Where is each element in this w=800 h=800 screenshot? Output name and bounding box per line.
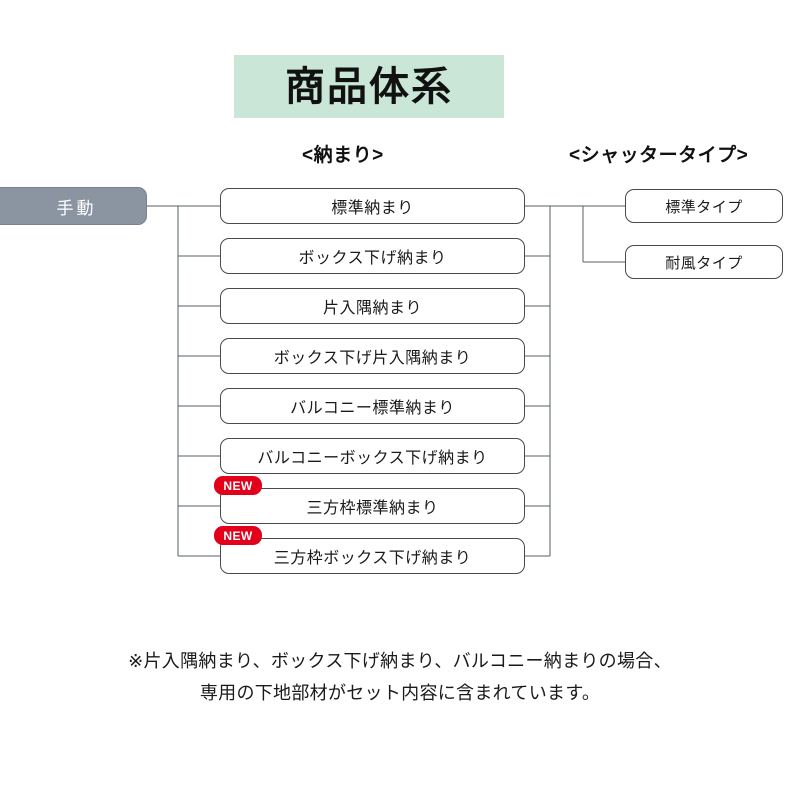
shutter-type-label-2: 耐風タイプ bbox=[665, 254, 743, 272]
osamari-label-4: ボックス下げ片入隅納まり bbox=[273, 350, 472, 367]
osamari-label-5: バルコニー標準納まり bbox=[290, 400, 455, 417]
osamari-box-2[interactable]: ボックス下げ納まり bbox=[220, 238, 525, 274]
shutter-type-box-2[interactable]: 耐風タイプ bbox=[625, 245, 783, 279]
page-title: 商品体系 bbox=[285, 64, 453, 109]
osamari-label-3: 片入隅納まり bbox=[322, 300, 422, 317]
root-node-label: 手動 bbox=[56, 198, 97, 218]
osamari-label-2: ボックス下げ納まり bbox=[298, 250, 447, 267]
footnote: ※片入隅納まり、ボックス下げ納まり、バルコニー納まりの場合、 専用の下地部材がセ… bbox=[0, 645, 800, 709]
osamari-box-8[interactable]: 三方枠ボックス下げ納まり bbox=[220, 538, 525, 574]
osamari-box-5[interactable]: バルコニー標準納まり bbox=[220, 388, 525, 424]
osamari-box-1[interactable]: 標準納まり bbox=[220, 188, 525, 224]
osamari-box-6[interactable]: バルコニーボックス下げ納まり bbox=[220, 438, 525, 474]
footnote-line-2: 専用の下地部材がセット内容に含まれています。 bbox=[199, 683, 601, 703]
new-badge-text: NEW bbox=[223, 478, 253, 493]
osamari-label-1: 標準納まり bbox=[331, 200, 414, 217]
osamari-box-7[interactable]: 三方枠標準納まり bbox=[220, 488, 525, 524]
column-header-shutter-type: <シャッタータイプ> bbox=[569, 145, 749, 166]
root-node-manual[interactable]: 手動 bbox=[0, 187, 147, 225]
osamari-label-6: バルコニーボックス下げ納まり bbox=[257, 450, 488, 467]
shutter-type-box-1[interactable]: 標準タイプ bbox=[625, 189, 783, 223]
footnote-line-1: ※片入隅納まり、ボックス下げ納まり、バルコニー納まりの場合、 bbox=[128, 651, 672, 671]
column-header-osamari: <納まり> bbox=[302, 145, 384, 166]
new-badge-text: NEW bbox=[223, 528, 253, 543]
osamari-label-7: 三方枠標準納まり bbox=[306, 500, 439, 517]
osamari-label-8: 三方枠ボックス下げ納まり bbox=[273, 550, 472, 567]
page-title-band: 商品体系 bbox=[234, 55, 504, 118]
new-badge-osamari-8: NEW bbox=[214, 526, 262, 545]
osamari-box-4[interactable]: ボックス下げ片入隅納まり bbox=[220, 338, 525, 374]
shutter-type-label-1: 標準タイプ bbox=[665, 198, 743, 216]
osamari-box-3[interactable]: 片入隅納まり bbox=[220, 288, 525, 324]
new-badge-osamari-7: NEW bbox=[214, 476, 262, 495]
